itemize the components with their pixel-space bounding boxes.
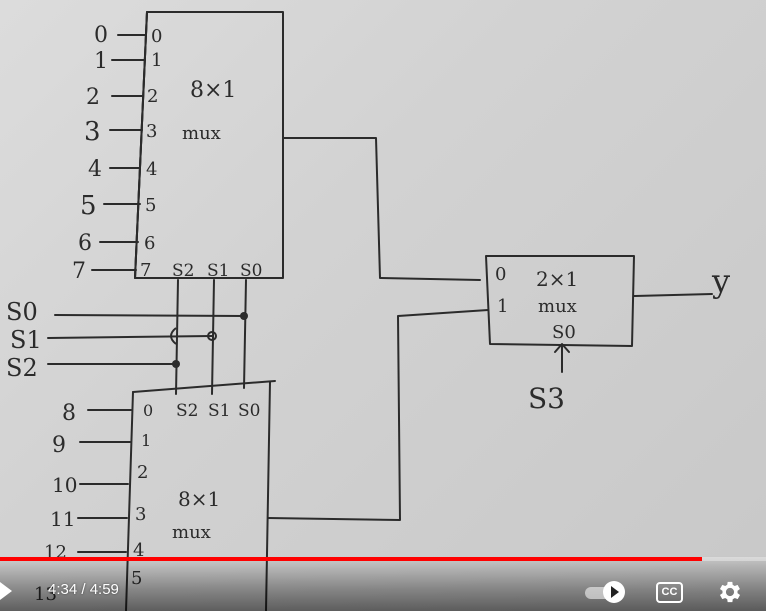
time-display: 4:34 / 4:59	[48, 581, 119, 598]
select-input-s1: S1	[10, 326, 42, 354]
select-lines: S0 S1 S2	[6, 279, 248, 395]
top-mux-select-s0: S0	[240, 261, 262, 281]
bottom-mux-select-s2: S2	[176, 401, 198, 421]
top-mux-input-5: 5	[80, 191, 97, 221]
bottom-mux-pin-4: 4	[133, 540, 144, 561]
player-controls-bar	[0, 556, 766, 611]
top-mux-title-line1: 8×1	[190, 78, 236, 103]
top-mux-input-1: 1	[94, 49, 108, 74]
top-mux-select-s2: S2	[172, 261, 194, 281]
output-y-label: y	[711, 262, 730, 300]
autoplay-knob	[603, 581, 625, 603]
top-mux-pin-3: 3	[146, 121, 157, 142]
bottom-mux: 8×1 mux S2 S1 S0 8 9 10 11 12 13 0 1 2 3…	[34, 309, 489, 611]
top-mux-pin-2: 2	[147, 86, 158, 107]
progress-fill	[0, 557, 702, 561]
bottom-mux-input-8: 8	[62, 401, 76, 426]
bottom-mux-pin-3: 3	[135, 504, 146, 525]
output-mux-pin-0: 0	[495, 264, 506, 285]
output-mux-select-s0: S0	[552, 322, 576, 343]
bottom-mux-input-9: 9	[52, 433, 66, 458]
top-mux-input-7: 7	[72, 259, 86, 284]
gear-icon-glyph	[719, 581, 741, 603]
output-mux: 0 1 2×1 mux S0 S3 y	[485, 255, 730, 415]
select-input-s3: S3	[528, 382, 565, 415]
bottom-mux-pin-1: 1	[141, 431, 151, 450]
autoplay-toggle-icon[interactable]	[585, 581, 627, 603]
bottom-mux-pin-0: 0	[143, 401, 153, 420]
top-mux: 8×1 mux 0 1 2 3 4 5 6 7 0 1 2 3 4	[72, 11, 481, 284]
play-icon[interactable]	[0, 582, 12, 600]
bottom-mux-title-line1: 8×1	[178, 487, 220, 511]
output-mux-pin-1: 1	[497, 296, 508, 317]
top-mux-pin-4: 4	[146, 159, 157, 180]
top-mux-input-6: 6	[78, 231, 92, 256]
top-mux-input-2: 2	[86, 85, 100, 110]
bottom-mux-select-s1: S1	[208, 401, 230, 421]
gear-icon[interactable]	[716, 578, 744, 606]
bottom-mux-pin-2: 2	[137, 462, 148, 483]
bottom-mux-title-line2: mux	[172, 522, 211, 543]
select-input-s2: S2	[6, 354, 38, 382]
top-mux-input-3: 3	[84, 117, 101, 147]
top-mux-select-s1: S1	[207, 261, 229, 281]
top-mux-pin-5: 5	[145, 195, 156, 216]
top-mux-pin-7: 7	[140, 260, 151, 281]
progress-bar[interactable]	[0, 557, 766, 561]
top-mux-input-4: 4	[88, 157, 102, 182]
output-mux-title-line1: 2×1	[536, 267, 578, 291]
top-mux-pin-0: 0	[151, 26, 162, 47]
bottom-mux-input-11: 11	[50, 507, 75, 531]
select-input-s0: S0	[6, 298, 38, 326]
bottom-mux-select-s0: S0	[238, 401, 260, 421]
top-mux-pin-6: 6	[144, 233, 155, 254]
top-mux-pin-1: 1	[151, 50, 162, 71]
closed-captions-icon[interactable]: CC	[656, 582, 683, 603]
bottom-mux-input-10: 10	[52, 473, 77, 497]
top-mux-title-line2: mux	[182, 123, 221, 144]
output-mux-title-line2: mux	[538, 296, 577, 317]
top-mux-input-0: 0	[94, 23, 108, 48]
